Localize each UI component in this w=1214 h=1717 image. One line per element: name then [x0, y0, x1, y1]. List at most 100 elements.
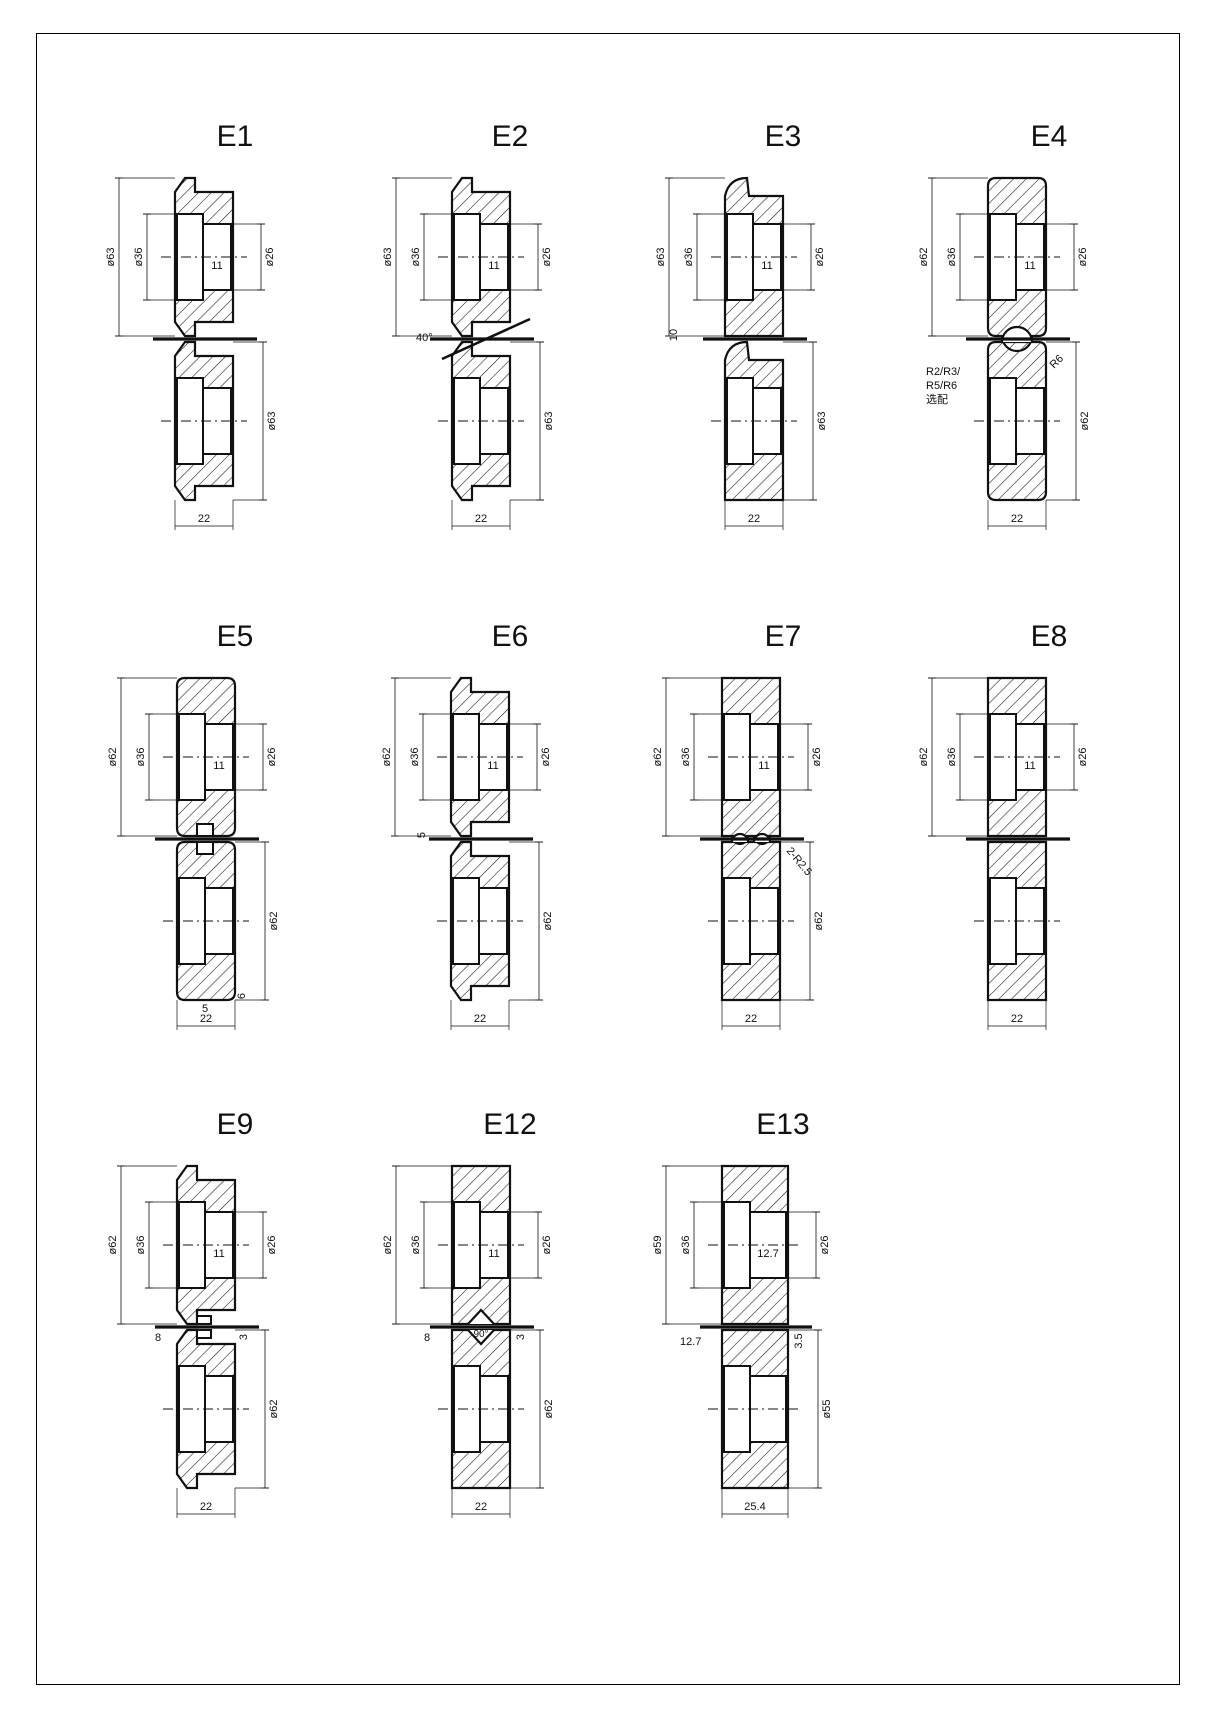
note-tooth-depth: 3	[238, 1334, 250, 1340]
dim-hub-label: 11	[1024, 760, 1035, 772]
roller-title: E6	[491, 620, 529, 653]
note-twin: 2-R2.5	[784, 845, 814, 878]
dim-od-bottom-label: ø62	[268, 1400, 280, 1419]
note-vee-angle: 90°	[473, 1329, 488, 1340]
dim-od-top-label: ø62	[652, 748, 664, 767]
slot-groove	[196, 841, 214, 855]
note-radius: R6	[1048, 353, 1066, 371]
dim-bore-inner-label: ø26	[266, 1236, 278, 1255]
dim-hub-label: 11	[1024, 260, 1035, 272]
roller-e8: E8 ø62 ø36 ø26 11 22	[918, 620, 1189, 1128]
dim-hub-label: 12.7	[757, 1248, 778, 1260]
dim-bore-inner-label: ø26	[811, 748, 823, 767]
roller-title: E3	[764, 120, 802, 153]
dim-bore-inner-label: ø26	[1077, 248, 1089, 267]
dim-od-bottom-label: ø62	[543, 1400, 555, 1419]
dim-od-top-label: ø62	[382, 1236, 394, 1255]
dim-hub-label: 11	[213, 760, 224, 772]
tooth-groove	[196, 1329, 212, 1339]
dim-bore-outer-label: ø36	[135, 1236, 147, 1255]
dim-bore-inner-label: ø26	[541, 1236, 553, 1255]
dim-bore-inner-label: ø26	[1077, 748, 1089, 767]
dim-od-bottom-label: ø63	[266, 412, 278, 431]
note-vee-depth: 3	[515, 1334, 527, 1340]
dim-od-top-label: ø62	[107, 1236, 119, 1255]
dim-od-top-label: ø62	[918, 748, 930, 767]
dim-bore-outer-label: ø36	[133, 248, 145, 267]
roller-title: E8	[1030, 620, 1068, 653]
dim-od-bottom-label: ø62	[268, 912, 280, 931]
dim-bore-inner-label: ø26	[540, 748, 552, 767]
dim-bore-outer-label: ø36	[680, 1236, 692, 1255]
note-angle: 40°	[416, 332, 433, 344]
roller-title: E1	[216, 120, 254, 153]
dim-od-bottom-label: ø62	[542, 912, 554, 931]
dim-hub-label: 11	[488, 1248, 499, 1260]
dim-od-top-label: ø62	[918, 248, 930, 267]
dim-width-label: 22	[200, 1013, 212, 1025]
dim-od-bottom-label: ø55	[821, 1400, 833, 1419]
note-tooth-width: 8	[155, 1332, 161, 1344]
dim-bore-inner-label: ø26	[266, 748, 278, 767]
dim-bore-outer-label: ø36	[135, 748, 147, 767]
dim-bore-inner-label: ø26	[814, 248, 826, 267]
dim-bore-outer-label: ø36	[946, 748, 958, 767]
slot-groove	[196, 823, 214, 837]
dim-bore-outer-label: ø36	[683, 248, 695, 267]
roller-title: E13	[756, 1108, 810, 1141]
dim-od-bottom-label: ø63	[816, 412, 828, 431]
note-option: 选配	[926, 393, 948, 406]
roller-title: E5	[216, 620, 254, 653]
dim-hub-label: 11	[487, 760, 498, 772]
note-flange: 12.7	[680, 1336, 701, 1348]
dim-width-label: 25.4	[744, 1501, 765, 1513]
dim-bore-inner-label: ø26	[264, 248, 276, 267]
roller-title: E2	[491, 120, 529, 153]
dim-width-label: 22	[474, 1013, 486, 1025]
dim-od-bottom-label: ø63	[543, 412, 555, 431]
dim-od-bottom-label: ø62	[1079, 412, 1091, 431]
vee-groove	[467, 1329, 495, 1346]
dim-od-top-label: ø62	[107, 748, 119, 767]
note-slot-width: 5	[202, 1003, 208, 1015]
roller-title: E12	[483, 1108, 537, 1141]
dim-od-top-label: ø62	[381, 748, 393, 767]
dim-bore-outer-label: ø36	[946, 248, 958, 267]
dim-bore-inner-label: ø26	[541, 248, 553, 267]
dim-od-top-label: ø63	[105, 248, 117, 267]
dim-width-label: 22	[745, 1013, 757, 1025]
note-step: 5	[416, 832, 428, 838]
dim-hub-label: 11	[488, 260, 499, 272]
dim-bore-outer-label: ø36	[410, 248, 422, 267]
dim-width-label: 22	[1011, 1013, 1023, 1025]
dim-width-label: 22	[475, 513, 487, 525]
dim-width-label: 22	[198, 513, 210, 525]
dim-bore-outer-label: ø36	[410, 1236, 422, 1255]
dim-hub-label: 11	[761, 260, 772, 272]
note-lip: 10	[668, 329, 680, 341]
dim-width-label: 22	[200, 1501, 212, 1513]
note-flange-depth: 3.5	[793, 1333, 805, 1348]
roller-title: E7	[764, 620, 802, 653]
dim-bore-inner-label: ø26	[819, 1236, 831, 1255]
vee-groove	[467, 1308, 495, 1325]
dim-od-bottom-label: ø62	[813, 912, 825, 931]
